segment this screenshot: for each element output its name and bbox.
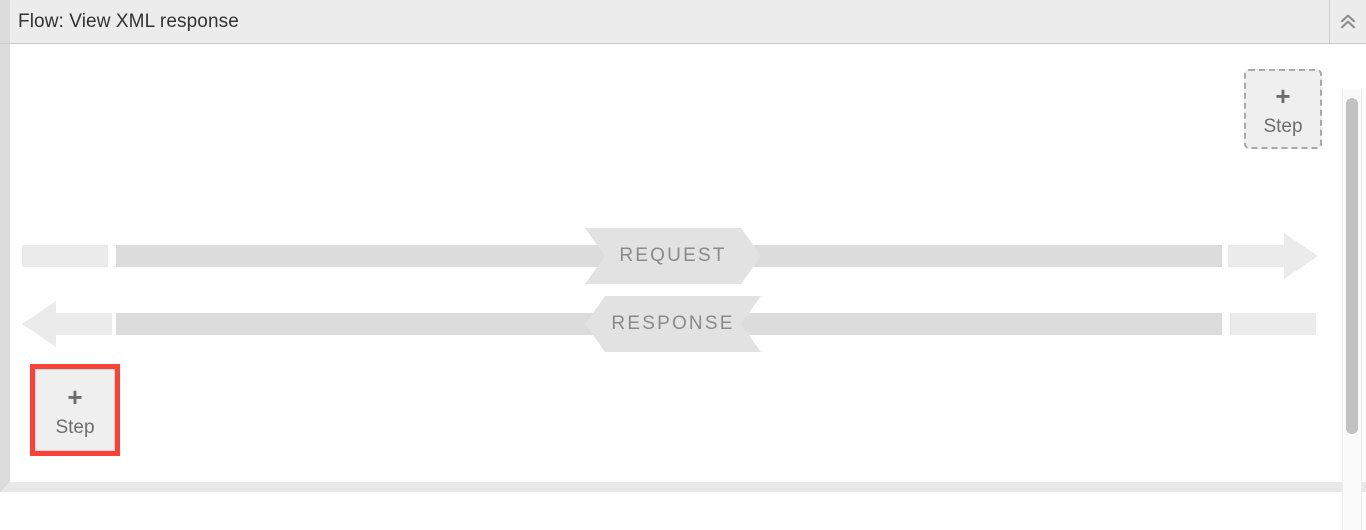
flow-canvas: + Step REQUEST — [0, 44, 1366, 530]
page-title: Flow: View XML response — [18, 10, 239, 32]
response-banner: RESPONSE — [585, 296, 761, 352]
add-step-button-top-right[interactable]: + Step — [1244, 69, 1322, 149]
arrow-right-icon — [1228, 233, 1318, 279]
highlight-outline: + Step — [30, 364, 120, 456]
double-chevron-up-icon — [1340, 14, 1356, 28]
flow-canvas-inner: + Step REQUEST — [10, 44, 1366, 530]
add-step-label: Step — [55, 416, 95, 438]
panel-header: Flow: View XML response — [0, 0, 1366, 44]
collapse-panel-button[interactable] — [1329, 0, 1366, 43]
arrow-left-icon — [22, 301, 112, 347]
request-banner-label: REQUEST — [619, 245, 727, 266]
response-stub-right — [1230, 313, 1316, 335]
flow-row-response: RESPONSE — [10, 296, 1336, 352]
add-step-button-bottom-left[interactable]: + Step — [35, 369, 115, 451]
request-stub-left — [22, 245, 108, 267]
request-banner: REQUEST — [585, 228, 761, 284]
scrollbar-thumb[interactable] — [1346, 98, 1358, 434]
flow-row-request: REQUEST — [10, 228, 1336, 284]
vertical-scrollbar[interactable] — [1342, 90, 1362, 530]
response-banner-label: RESPONSE — [611, 313, 735, 334]
plus-icon: + — [67, 381, 83, 412]
plus-icon: + — [1275, 80, 1291, 111]
add-step-label: Step — [1263, 115, 1303, 137]
